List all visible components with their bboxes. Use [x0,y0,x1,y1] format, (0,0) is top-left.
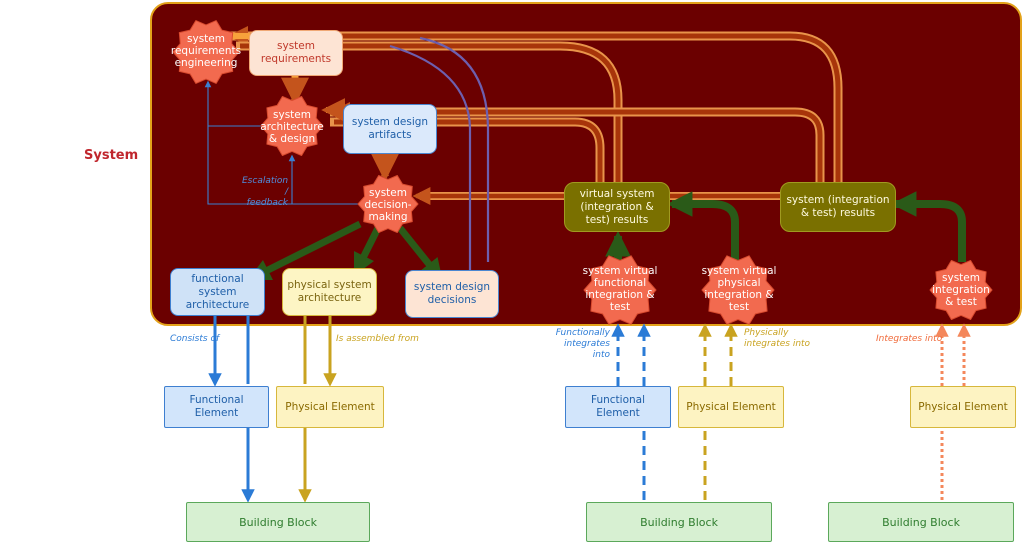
gear-label-requirements-engineering: system requirements engineering [170,33,242,69]
green-integration-flows [605,191,966,262]
gear-virtual-physical-icon [701,255,775,325]
integrates-into-label: Integrates into [876,334,943,344]
functional-element-box-2[interactable]: Functional Element [565,386,671,428]
virtual-system-results-box[interactable]: virtual system (integration & test) resu… [564,182,670,232]
gear-label-decision-making: system decision-making [364,187,412,223]
building-block-box[interactable]: Building Block [186,502,370,542]
gear-label-virtual-functional: system virtual functional integration & … [582,265,658,313]
curve-decisions-to-top-1 [389,44,472,272]
gear-requirements-engineering-icon [172,20,240,84]
consists-of-label: Consists of [170,334,220,344]
escalation-feedback-label: Escalation / feedback [242,176,289,208]
functional-element-box[interactable]: Functional Element [164,386,269,428]
functional-system-architecture-box[interactable]: functional system architecture [170,268,265,316]
feedback-loop-integration-to-requirements [228,26,843,182]
system-requirements-box[interactable]: system requirements [249,30,343,76]
right-element-arrows [935,323,971,500]
physical-system-architecture-box[interactable]: physical system architecture [282,268,377,316]
assembled-from-label: Is assembled from [336,334,419,344]
gear-integration-test-icon [929,260,993,320]
middle-element-arrows [611,323,738,500]
feedback-loop-integration-to-architecture [330,102,825,182]
functionally-integrates-label: Functionally integrates into [555,328,610,360]
physical-element-box-2[interactable]: Physical Element [678,386,784,428]
left-element-arrows [208,316,337,503]
gear-label-integration-test: system integration & test [932,272,990,308]
gear-label-architecture-design: system architecture & design [260,109,324,145]
system-integration-results-box[interactable]: system (integration & test) results [780,182,896,232]
decision-to-architectures [247,220,443,282]
gear-label-virtual-physical: system virtual physical integration & te… [701,265,777,313]
gear-layer [172,20,993,325]
curve-decisions-to-top-2 [419,36,490,262]
gear-architecture-design-icon [260,96,324,156]
feedback-loop-virtual-to-requirements [236,41,623,182]
system-design-artifacts-box[interactable]: system design artifacts [343,104,437,154]
gear-virtual-functional-icon [583,255,657,325]
gear-decision-making-icon [357,175,419,233]
system-design-decisions-box[interactable]: system design decisions [405,270,499,318]
building-block-box-2[interactable]: Building Block [586,502,772,542]
feedback-loop-virtual-to-architecture [330,117,605,182]
system-title: System [84,148,139,163]
physically-integrates-label: Physically integrates into [744,328,811,349]
escalation-feedback-lines [204,80,360,205]
physical-element-box-3[interactable]: Physical Element [910,386,1016,428]
physical-element-box[interactable]: Physical Element [276,386,384,428]
building-block-box-3[interactable]: Building Block [828,502,1014,542]
